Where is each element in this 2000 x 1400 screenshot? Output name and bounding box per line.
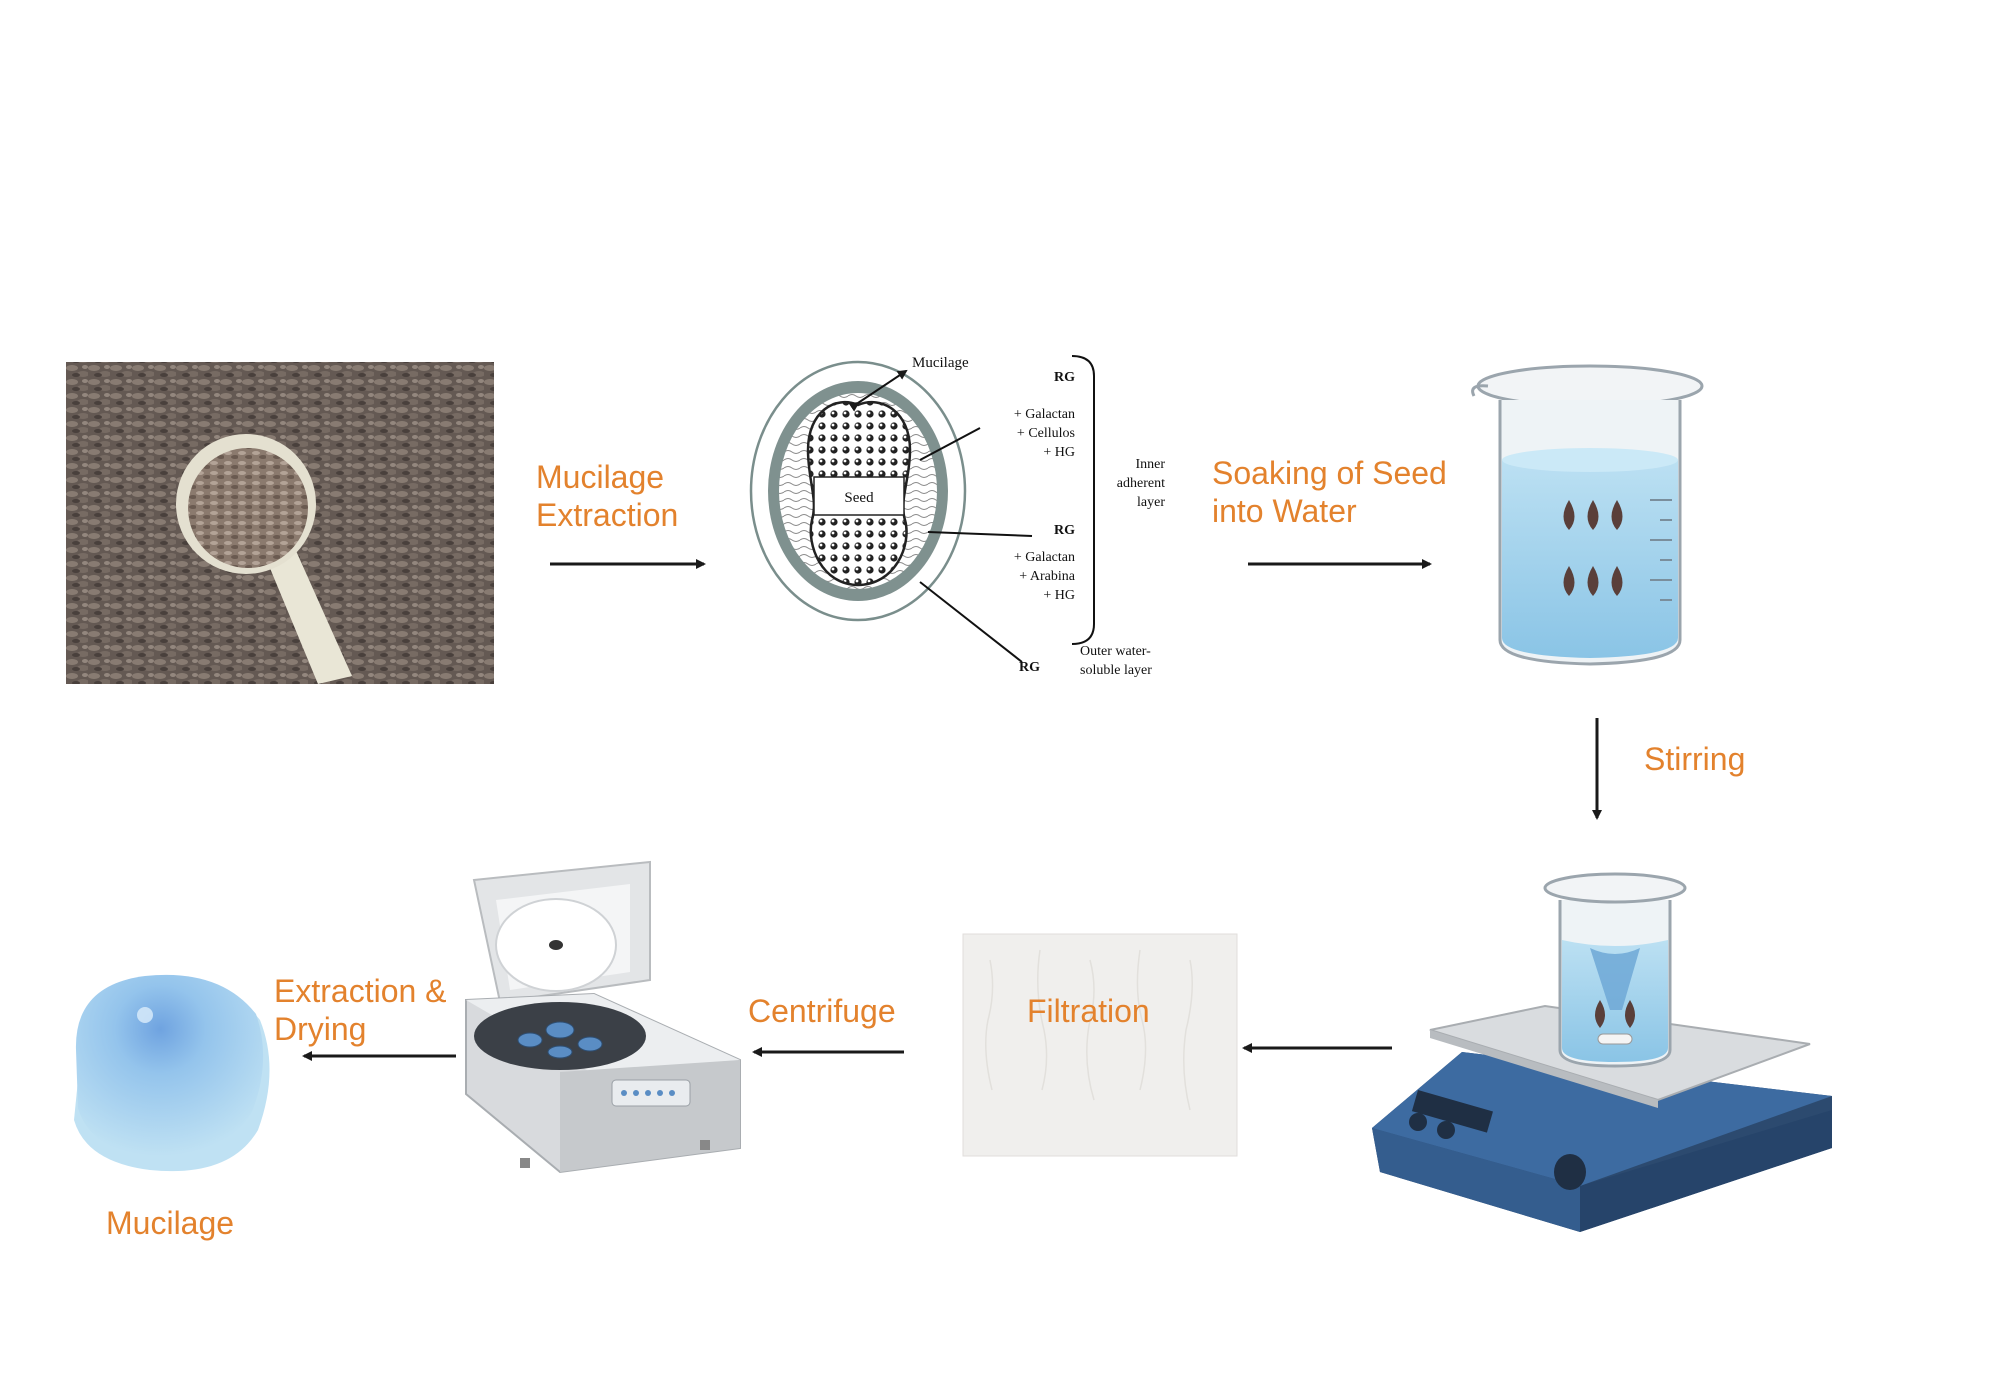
outer-composition-3: + HG — [1043, 588, 1075, 603]
label-extraction-drying-line2: Drying — [274, 1011, 367, 1047]
outer-composition-2: + Arabina — [1019, 569, 1075, 584]
outer-composition-1: + Galactan — [1014, 550, 1075, 565]
vortex — [1590, 948, 1640, 1010]
flow-arrows — [302, 559, 1602, 1061]
rg-middle-label: RG — [1054, 523, 1075, 538]
seed-label: Seed — [844, 490, 874, 506]
label-soaking-line1: Soaking of Seed — [1212, 455, 1447, 491]
rg-bottom-label: RG — [1019, 660, 1040, 675]
outer-layer-label-1: Outer water- — [1080, 644, 1151, 659]
stirrer-front-panel — [1372, 1128, 1580, 1232]
mucilage-drop-icon — [74, 974, 270, 1172]
label-extraction-drying: Extraction & Drying — [274, 972, 447, 1048]
outer-layer-label-2: soluble layer — [1080, 663, 1152, 678]
inner-layer-label-1: Inner — [1135, 457, 1165, 472]
label-final-mucilage: Mucilage — [106, 1205, 235, 1241]
label-mucilage-extraction-line2: Extraction — [536, 497, 679, 533]
inner-composition-3: + HG — [1043, 445, 1075, 460]
rg-top-label: RG — [1054, 370, 1075, 385]
inner-layer-label-2: adherent — [1117, 476, 1165, 491]
seed-cross-section: Seed Mucilage RG + Galactan + Cellulos +… — [749, 355, 1165, 678]
beaker-icon — [1471, 364, 1704, 666]
filter-paper-icon — [962, 933, 1238, 1157]
stirrer-display — [1411, 1090, 1493, 1133]
inner-composition-1: + Galactan — [1014, 407, 1075, 422]
centrifuge-icon — [465, 860, 741, 1174]
inner-layer-label-3: layer — [1137, 495, 1165, 510]
label-soaking-line2: into Water — [1212, 493, 1357, 529]
stir-bar — [1597, 1033, 1633, 1045]
mucilage-annotation: Mucilage — [912, 355, 969, 371]
label-mucilage-extraction-line1: Mucilage — [536, 459, 665, 495]
label-centrifuge: Centrifuge — [748, 993, 896, 1029]
label-extraction-drying-line1: Extraction & — [274, 973, 447, 1009]
seed-box — [813, 476, 905, 516]
label-mucilage-extraction: Mucilage Extraction — [536, 458, 678, 534]
label-soaking: Soaking of Seed into Water — [1212, 454, 1447, 530]
seed-photo — [66, 362, 494, 684]
seed-drops — [1563, 500, 1623, 596]
inner-composition-2: + Cellulos — [1017, 426, 1075, 441]
stirrer-knob — [1554, 1154, 1586, 1190]
magnetic-stirrer-icon — [1372, 872, 1832, 1232]
label-filtration: Filtration — [1027, 993, 1150, 1029]
label-stirring: Stirring — [1644, 741, 1746, 777]
layer-bracket — [1071, 355, 1095, 645]
